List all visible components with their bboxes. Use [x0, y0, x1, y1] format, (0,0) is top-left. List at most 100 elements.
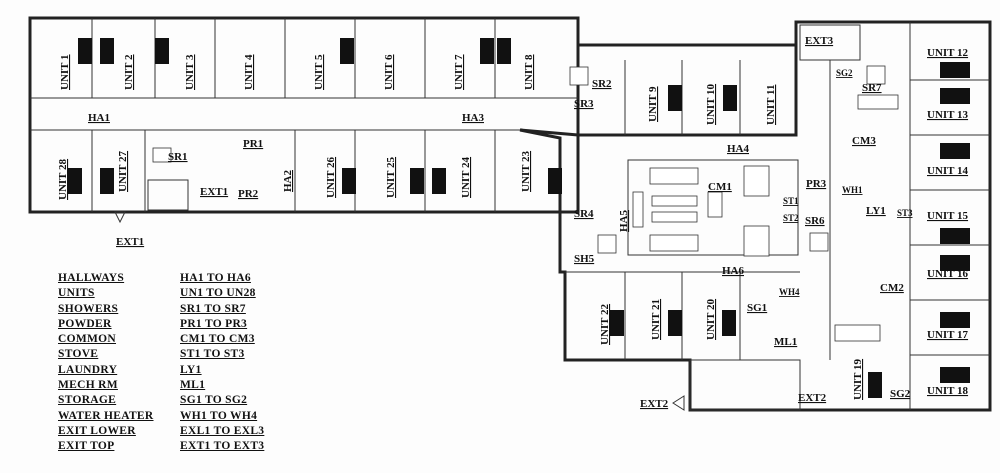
legend-code-units: UN1 TO UN28 — [180, 287, 256, 300]
legend-name-stove: STOVE — [58, 348, 99, 361]
unit-15-label: UNIT 15 — [927, 210, 969, 222]
ml1-label: ML1 — [774, 336, 797, 348]
unit-14-label: UNIT 14 — [927, 165, 969, 177]
legend-code-showers: SR1 TO SR7 — [180, 302, 246, 315]
ha2-label: HA2 — [282, 170, 294, 193]
ha3-label: HA3 — [462, 112, 485, 124]
right-units: UNIT 12 UNIT 13 UNIT 14 UNIT 15 UNIT 16 … — [927, 47, 969, 397]
ext1-arrow-icon — [114, 211, 126, 224]
walls — [28, 16, 992, 412]
unit-2-label: UNIT 2 — [123, 54, 135, 90]
legend-name-exit-lower: EXIT LOWER — [58, 424, 136, 437]
legend-code-powder: PR1 TO PR3 — [180, 317, 248, 330]
ext2-inner-label: EXT2 — [798, 392, 827, 404]
beds — [68, 38, 970, 398]
sg1-label: SG1 — [747, 302, 767, 314]
legend-code-stove: ST1 TO ST3 — [180, 348, 245, 361]
ha1-label: HA1 — [88, 112, 110, 124]
legend-code-laundry: LY1 — [180, 363, 202, 376]
legend-code-exit-top: EXT1 TO EXT3 — [180, 440, 265, 453]
legend-codes: HA1 TO HA6 UN1 TO UN28 SR1 TO SR7 PR1 TO… — [180, 271, 264, 455]
ly1-label: LY1 — [866, 205, 886, 217]
cm2-label: CM2 — [880, 282, 904, 294]
unit-7-label: UNIT 7 — [453, 54, 465, 90]
unit-19-label: UNIT 19 — [852, 358, 864, 400]
legend-name-mech: MECH RM — [58, 379, 118, 392]
ext2-outer-label: EXT2 — [640, 398, 669, 410]
st1-label: ST1 — [783, 196, 799, 206]
st3-label: ST3 — [897, 208, 913, 218]
unit-3-label: UNIT 3 — [184, 54, 196, 90]
unit-26-label: UNIT 26 — [325, 156, 337, 198]
pr1-label: PR1 — [243, 138, 263, 150]
unit-5-label: UNIT 5 — [313, 54, 325, 90]
powder-labels: PR1 PR2 PR3 — [238, 138, 827, 200]
legend-code-water-heater: WH1 TO WH4 — [180, 409, 258, 422]
ext1-inner-label: EXT1 — [200, 186, 228, 198]
unit-23-label: UNIT 23 — [520, 150, 532, 192]
wh4-label: WH4 — [779, 287, 800, 297]
sh5-label: SH5 — [574, 253, 595, 265]
legend: HALLWAYS UNITS SHOWERS POWDER COMMON STO… — [58, 271, 154, 455]
cm1-label: CM1 — [708, 181, 732, 193]
middle-units: UNIT 9 UNIT 10 UNIT 11 — [647, 83, 777, 125]
st2-label: ST2 — [783, 213, 799, 223]
unit-16-label: UNIT 16 — [927, 268, 969, 280]
ha5-label: HA5 — [618, 210, 630, 233]
legend-name-storage: STORAGE — [58, 394, 117, 407]
unit-21-label: UNIT 21 — [650, 299, 662, 340]
unit-9-label: UNIT 9 — [647, 86, 659, 122]
legend-name-units: UNITS — [58, 287, 95, 300]
legend-name-hallways: HALLWAYS — [58, 272, 125, 284]
legend-code-hallways: HA1 TO HA6 — [180, 272, 251, 284]
unit-13-label: UNIT 13 — [927, 109, 969, 121]
sg2-top-label: SG2 — [836, 68, 853, 78]
legend-name-powder: POWDER — [58, 317, 112, 330]
ext3-label: EXT3 — [805, 35, 834, 47]
pr3-label: PR3 — [806, 178, 827, 190]
sr3-label: SR3 — [574, 98, 594, 110]
legend-name-showers: SHOWERS — [58, 302, 119, 315]
pr2-label: PR2 — [238, 188, 259, 200]
legend-name-exit-top: EXIT TOP — [58, 440, 115, 453]
sr7-label: SR7 — [862, 82, 882, 94]
sr2-label: SR2 — [592, 78, 612, 90]
legend-name-water-heater: WATER HEATER — [58, 409, 154, 422]
unit-25-label: UNIT 25 — [385, 156, 397, 198]
unit-22-label: UNIT 22 — [599, 303, 611, 345]
unit-6-label: UNIT 6 — [383, 54, 395, 90]
ext1-outer-label: EXT1 — [116, 236, 144, 248]
legend-code-storage: SG1 TO SG2 — [180, 394, 248, 407]
legend-code-exit-lower: EXL1 TO EXL3 — [180, 424, 265, 437]
unit-18-label: UNIT 18 — [927, 385, 969, 397]
unit-11-label: UNIT 11 — [765, 85, 777, 125]
legend-code-mech: ML1 — [180, 379, 206, 392]
unit-17-label: UNIT 17 — [927, 329, 969, 341]
unit-12-label: UNIT 12 — [927, 47, 969, 59]
hallway-labels: HA1 HA2 HA3 HA4 HA5 HA6 — [88, 112, 750, 277]
unit-20-label: UNIT 20 — [705, 298, 717, 340]
sr6-label: SR6 — [805, 215, 825, 227]
legend-name-common: COMMON — [58, 333, 117, 346]
common-furniture — [152, 65, 899, 342]
unit-4-label: UNIT 4 — [243, 54, 255, 90]
sr1-label: SR1 — [168, 151, 188, 163]
shower-labels: SR1 SR2 SR3 SR4 SH5 SR6 SR7 — [168, 78, 882, 265]
legend-name-laundry: LAUNDRY — [58, 363, 118, 376]
unit-1-label: UNIT 1 — [59, 54, 71, 90]
misc-labels: ST1 ST2 ST3 LY1 ML1 SG1 SG2 SG2 WH1 WH4 — [747, 68, 913, 400]
bottom-left-units: UNIT 28 UNIT 27 UNIT 26 UNIT 25 UNIT 24 … — [57, 150, 532, 200]
sr4-label: SR4 — [574, 208, 594, 220]
unit-8-label: UNIT 8 — [523, 54, 535, 90]
top-units: UNIT 1 UNIT 2 UNIT 3 UNIT 4 UNIT 5 UNIT … — [59, 54, 535, 90]
unit-27-label: UNIT 27 — [117, 150, 129, 192]
ext2-arrow-icon — [672, 395, 685, 411]
ha4-label: HA4 — [727, 143, 750, 155]
bottom-middle-units: UNIT 22 UNIT 21 UNIT 20 UNIT 19 — [599, 298, 864, 400]
unit-10-label: UNIT 10 — [705, 83, 717, 125]
unit-24-label: UNIT 24 — [460, 156, 472, 198]
sg2-bottom-label: SG2 — [890, 388, 911, 400]
cm3-label: CM3 — [852, 135, 876, 147]
